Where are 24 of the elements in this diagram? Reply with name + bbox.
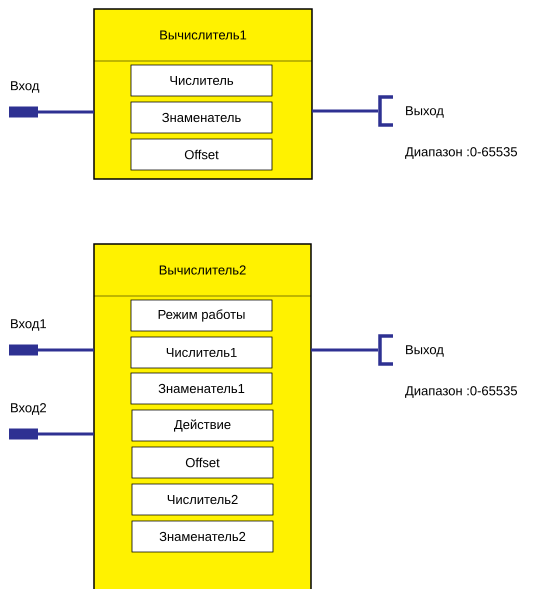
range-note: Диапазон :0-65535 [405,147,517,159]
parameter-box: Числитель1 [130,336,272,368]
input-label: Вход [11,81,40,93]
wire [38,348,94,352]
parameter-box: Действие [132,410,274,442]
wire [311,348,378,352]
input-label: Вход1 [11,319,46,331]
output-label: Выход [406,106,444,118]
wire [38,432,94,436]
parameter-box: Знаменатель [130,102,272,134]
parameter-box: Offset [130,138,272,170]
block-title: Вычислитель2 [160,265,246,275]
parameter-box: Режим работы [130,300,272,332]
parameter-box: Знаменатель1 [130,372,272,404]
range-note: Диапазон :0-65535 [405,386,517,398]
block-title: Вычислитель1 [160,30,246,40]
parameter-box: Числитель2 [132,484,274,516]
input-label: Вход2 [11,403,46,415]
wire [38,110,94,114]
parameter-box: Offset [132,446,274,478]
wire [312,110,378,112]
output-label: Выход [406,345,444,357]
parameter-box: Числитель [130,64,272,96]
parameter-box: Знаменатель2 [132,520,274,552]
